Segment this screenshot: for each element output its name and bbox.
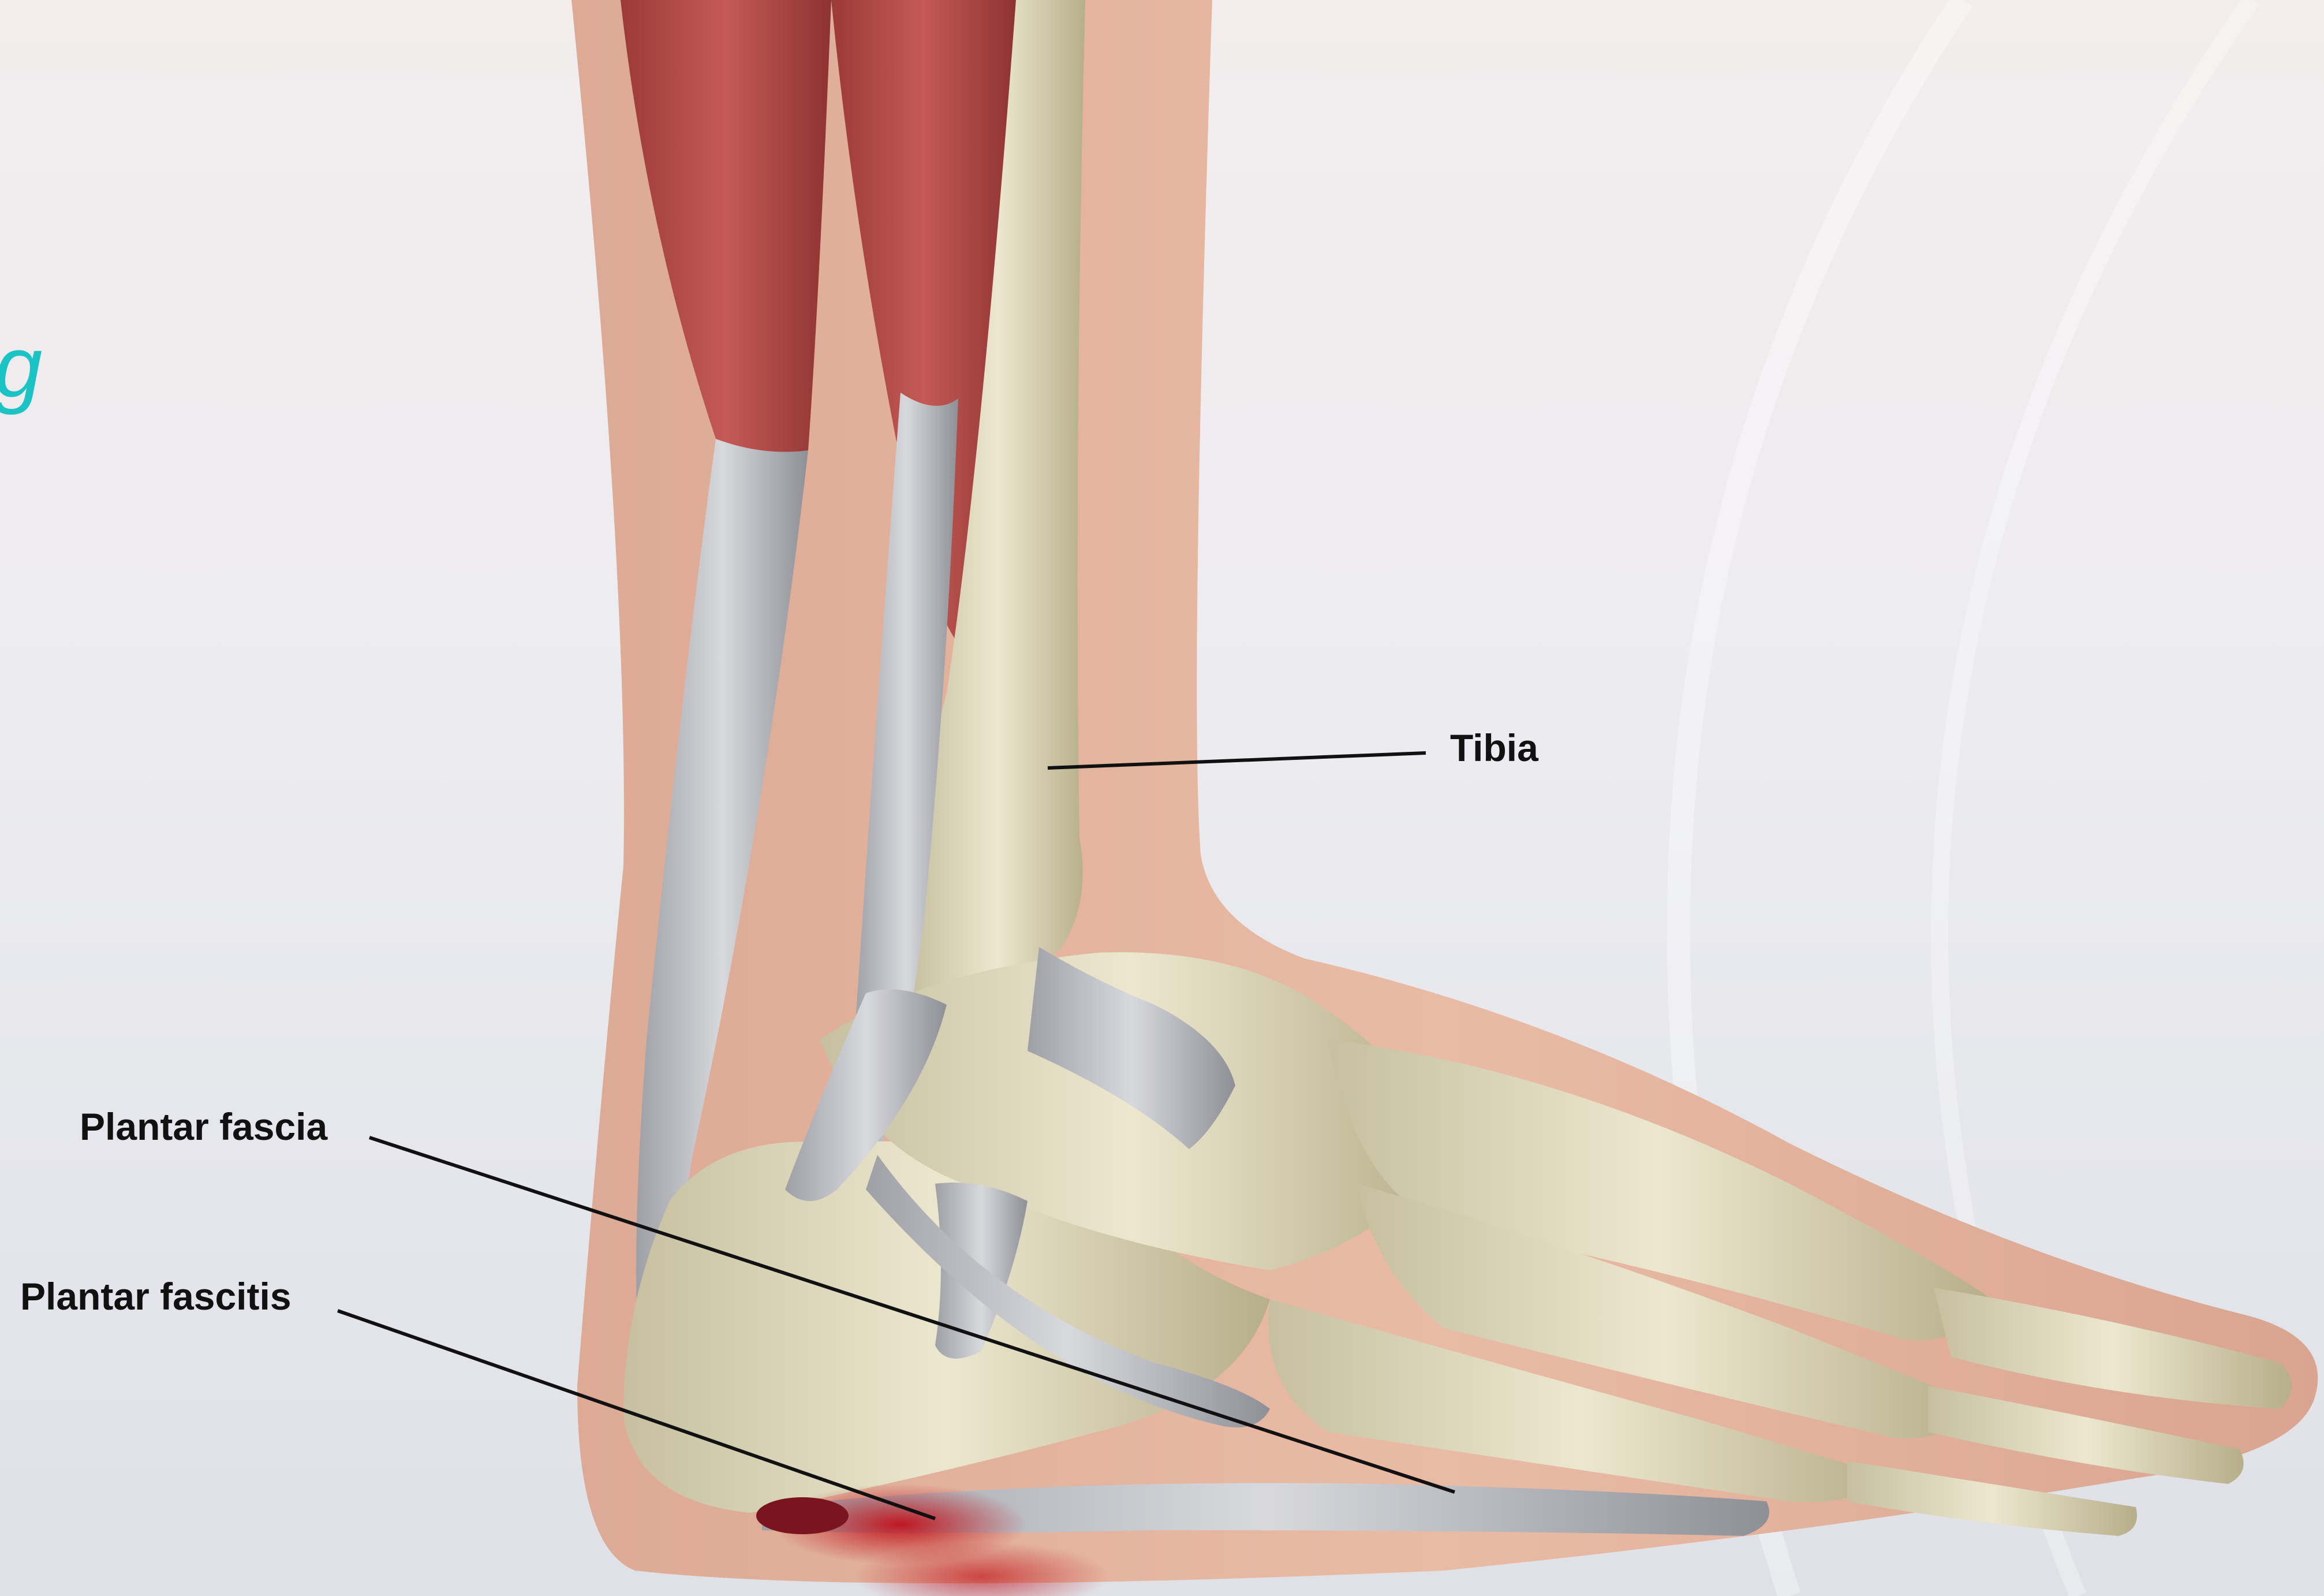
heel-spur — [756, 1497, 849, 1534]
title-fragment: g — [0, 323, 42, 410]
plantar-fascia-label: Plantar fascia — [80, 1107, 327, 1146]
plantar-fascitis-label: Plantar fascitis — [20, 1277, 292, 1315]
tibia-label: Tibia — [1450, 729, 1538, 767]
